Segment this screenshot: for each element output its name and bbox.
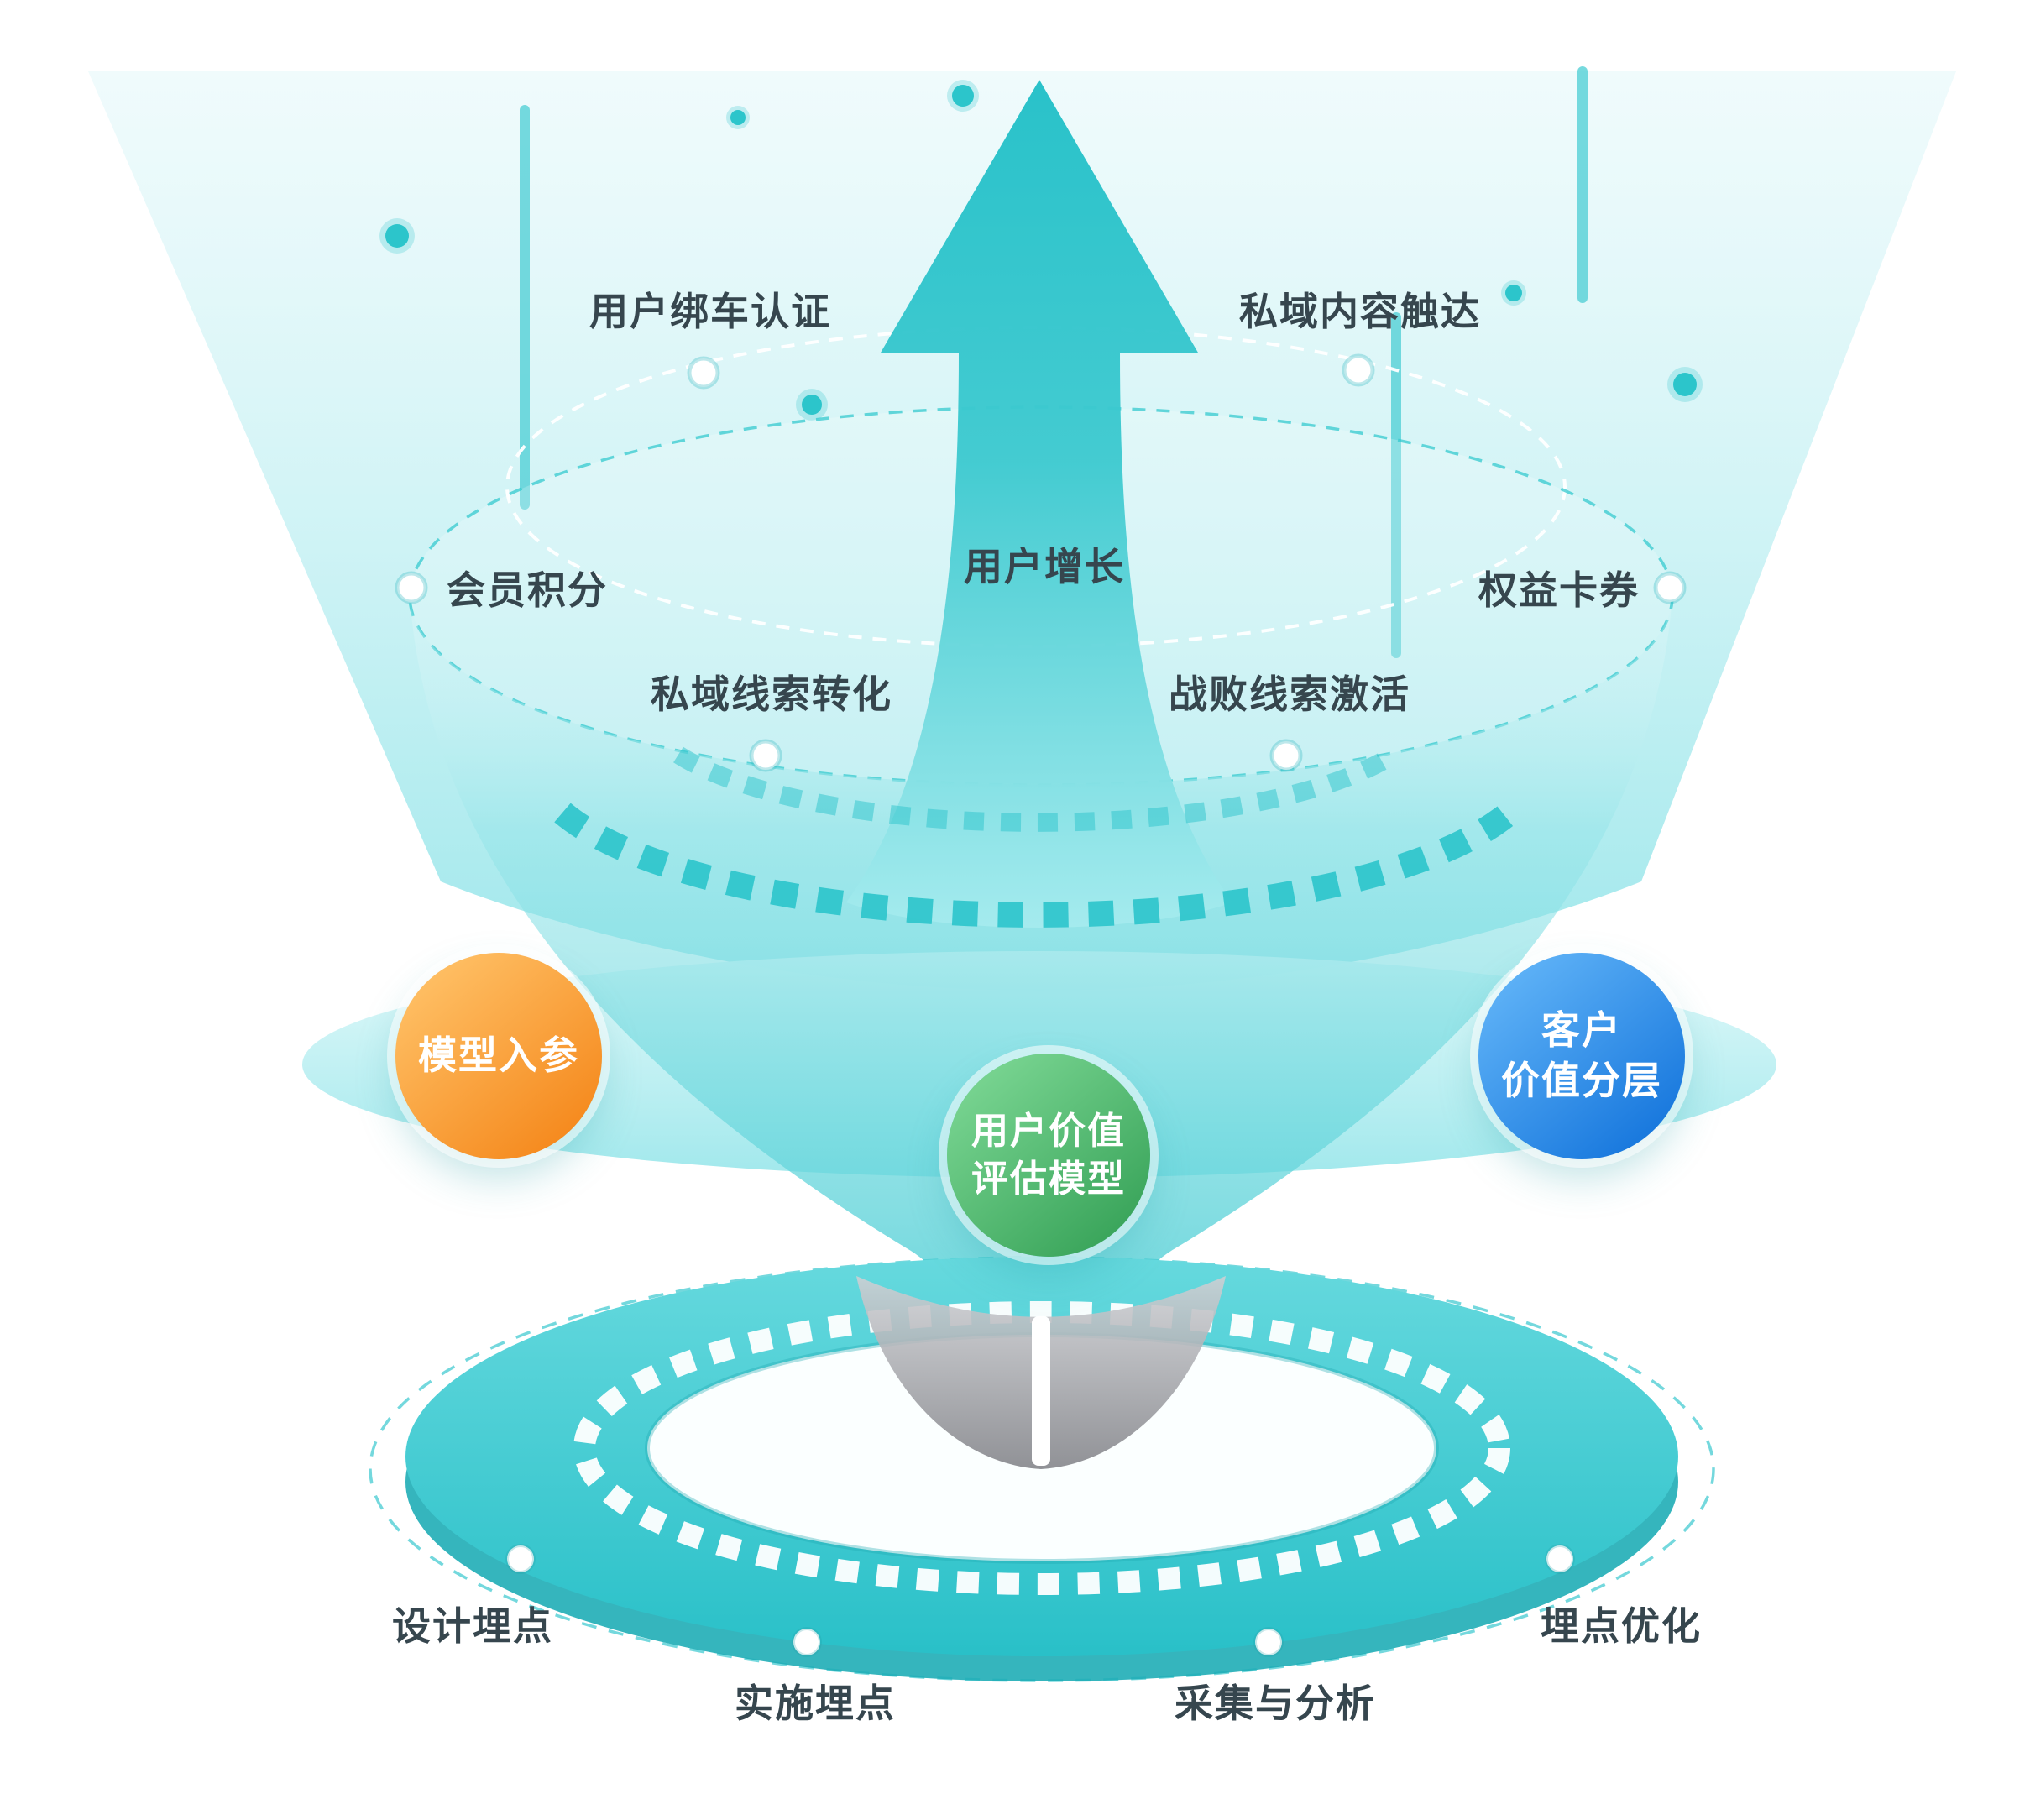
funnel-bowl	[410, 596, 1672, 1377]
label-design-tracking: 设计埋点	[392, 1604, 553, 1648]
marker-collect-analyze	[1253, 1627, 1284, 1657]
bubble	[1667, 367, 1703, 402]
marker-implement-tracking	[792, 1627, 822, 1657]
marker-private-lead-conversion	[749, 739, 782, 772]
node-customer-value-tiers-line2: 价值分层	[1501, 1059, 1662, 1102]
marker-bind-auth	[687, 356, 720, 390]
label-user-growth: 用户增长	[964, 545, 1125, 588]
label-user-bind-auth: 用户绑车认证	[589, 290, 831, 333]
bubble	[726, 106, 750, 129]
node-user-value-model-line2: 评估模型	[971, 1158, 1126, 1200]
label-collect-analyze: 采集与分析	[1175, 1681, 1376, 1725]
marker-design-tracking	[505, 1544, 536, 1574]
bubble	[379, 218, 415, 254]
label-private-lead-conversion: 私域线索转化	[651, 672, 892, 716]
label-implement-tracking: 实施埋点	[735, 1681, 896, 1725]
label-private-content-reach: 私域内容触达	[1239, 290, 1481, 333]
bubble	[796, 389, 828, 421]
marker-lost-lead-activation	[1269, 739, 1303, 772]
base-ring-ticks	[573, 1301, 1510, 1595]
node-customer-value-tiers-line1: 客户	[1541, 1008, 1622, 1053]
label-lost-lead-activation: 战败线索激活	[1169, 672, 1410, 716]
marker-private-reach	[1342, 353, 1375, 387]
rim-ticks-back	[673, 746, 1399, 832]
marker-benefit-cards	[1653, 571, 1687, 604]
node-model-input: 模型入参	[395, 953, 602, 1159]
marker-tracking-optimize	[1545, 1544, 1575, 1574]
node-user-value-model: 用户价值 评估模型	[947, 1054, 1150, 1257]
growth-arrow	[846, 80, 1232, 928]
label-member-points: 会员积分	[447, 568, 608, 612]
bubble	[947, 80, 979, 112]
node-user-value-model-line1: 用户价值	[971, 1110, 1126, 1152]
rim-ticks-front	[554, 803, 1518, 928]
node-model-input-label: 模型入参	[418, 1033, 579, 1078]
label-tracking-optimize: 埋点优化	[1541, 1604, 1702, 1648]
node-customer-value-tiers: 客户 价值分层	[1478, 953, 1685, 1159]
label-benefit-cards: 权益卡券	[1478, 568, 1640, 612]
bubble	[1501, 280, 1526, 306]
marker-member-points	[395, 571, 428, 604]
inner-cone-slot	[1032, 1316, 1050, 1466]
